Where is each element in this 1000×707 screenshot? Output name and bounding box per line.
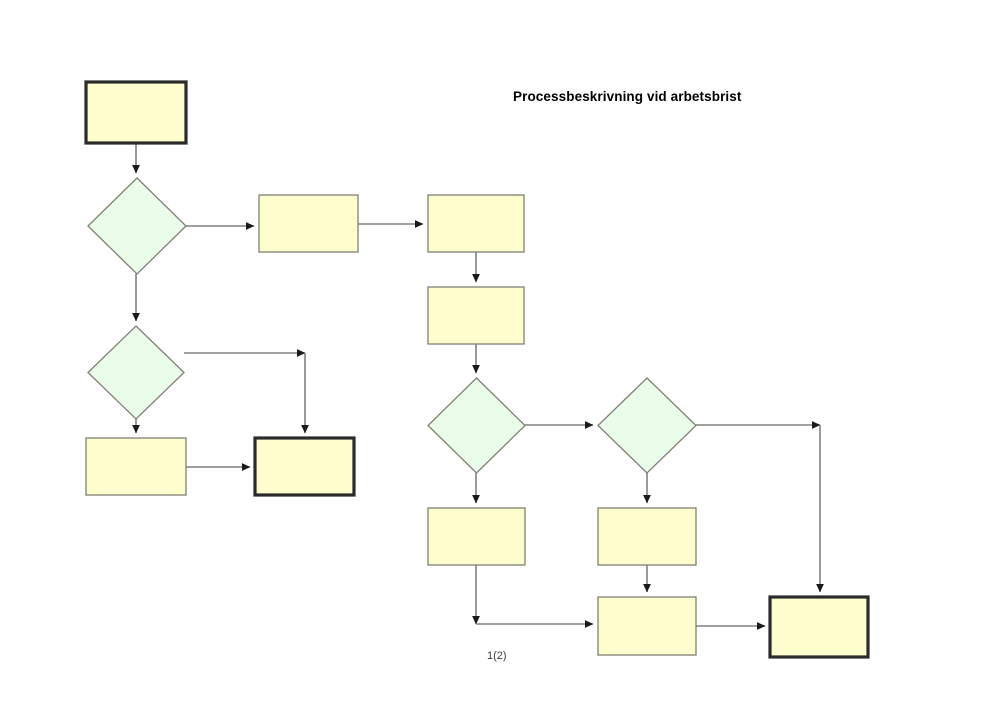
decision-node-n2[interactable]: [87, 177, 187, 275]
connector-c11: [696, 421, 824, 593]
connector-c14: [472, 565, 594, 628]
connector-layer: [132, 143, 824, 630]
decision-node-n5[interactable]: [87, 325, 185, 420]
decision-node-n10[interactable]: [597, 377, 697, 474]
process-node-n3[interactable]: [258, 194, 359, 253]
process-node-n1[interactable]: [84, 80, 188, 145]
page-title: Processbeskrivning vid arbetsbrist: [513, 89, 742, 104]
process-node-n11[interactable]: [427, 507, 526, 566]
process-node-n13[interactable]: [597, 596, 697, 656]
process-node-n8[interactable]: [253, 436, 356, 497]
process-node-n6[interactable]: [427, 286, 525, 345]
process-node-n4[interactable]: [427, 194, 525, 253]
node-layer: [84, 80, 870, 659]
process-node-n14[interactable]: [768, 595, 870, 659]
connector-c6: [184, 349, 309, 434]
decision-node-n9[interactable]: [427, 377, 526, 474]
process-node-n7[interactable]: [85, 437, 187, 496]
page-number: 1(2): [487, 650, 507, 662]
process-node-n12[interactable]: [597, 507, 697, 566]
